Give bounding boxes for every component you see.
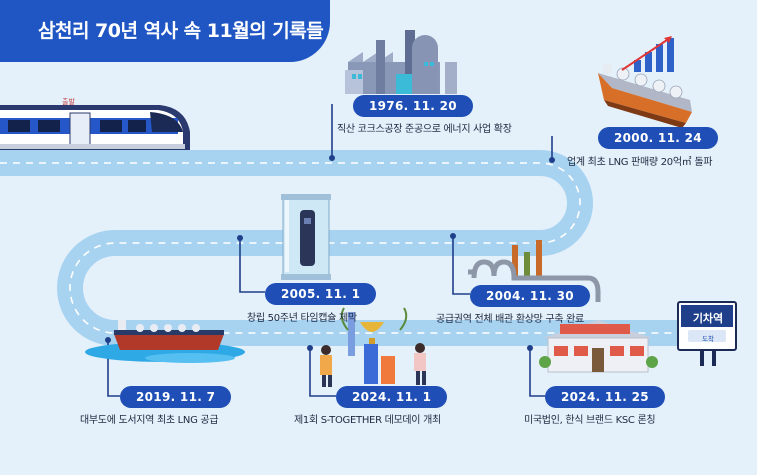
track-marker-1976 <box>329 155 335 161</box>
date-badge-2024-1: 2024. 11. 1 <box>336 386 448 408</box>
date-badge-2004: 2004. 11. 30 <box>470 285 590 307</box>
caption-2004: 공급권역 전체 배관 환상망 구축 완료 <box>436 314 584 325</box>
date-badge-2000: 2000. 11. 24 <box>598 127 718 149</box>
date-badge-2019: 2019. 11. 7 <box>120 386 232 408</box>
track-marker-2019 <box>105 337 111 343</box>
date-badge-2005: 2005. 11. 1 <box>265 283 377 305</box>
track-marker-2005 <box>237 235 243 241</box>
caption-2000: 업계 최초 LNG 판매량 20억㎥ 돌파 <box>567 157 713 168</box>
train-departure-label: 출발 <box>62 98 75 106</box>
caption-2005: 창립 50주년 타임캡슐 제막 <box>247 313 357 324</box>
leader-line-2024-25 <box>529 348 545 397</box>
caption-1976: 직산 코크스공장 준공으로 에너지 사업 확장 <box>337 124 512 135</box>
time-capsule-illustration <box>281 194 331 280</box>
track-marker-2024-1 <box>307 345 313 351</box>
railway-track <box>0 150 700 346</box>
restaurant-illustration <box>539 320 658 373</box>
island-ship-illustration <box>85 320 245 363</box>
caption-2024-25: 미국법인, 한식 브랜드 KSC 론칭 <box>524 415 656 426</box>
caption-2019: 대부도에 도서지역 최초 LNG 공급 <box>80 415 219 426</box>
leader-line-2004 <box>452 236 470 295</box>
track-marker-2004 <box>450 233 456 239</box>
lng-ship-illustration <box>598 36 692 128</box>
leader-line-2024-1 <box>309 348 336 397</box>
factory-illustration <box>345 30 457 94</box>
title-banner: 삼천리 70년 역사 속 11월의 기록들 <box>0 0 330 62</box>
train-illustration <box>0 105 190 150</box>
date-badge-1976: 1976. 11. 20 <box>353 95 473 117</box>
station-name: 기차역 <box>692 312 724 325</box>
pipeline-illustration <box>468 240 601 302</box>
leader-line-2005 <box>239 238 265 293</box>
station-sign <box>677 301 737 366</box>
date-badge-2024-25: 2024. 11. 25 <box>545 386 665 408</box>
station-arrival-label: 도착 <box>702 335 714 343</box>
track-marker-2000 <box>549 157 555 163</box>
caption-2024-1: 제1회 S-TOGETHER 데모데이 개최 <box>294 415 441 426</box>
track-marker-2024-25 <box>527 345 533 351</box>
page-title: 삼천리 70년 역사 속 11월의 기록들 <box>38 20 324 42</box>
demo-day-illustration <box>320 307 426 387</box>
